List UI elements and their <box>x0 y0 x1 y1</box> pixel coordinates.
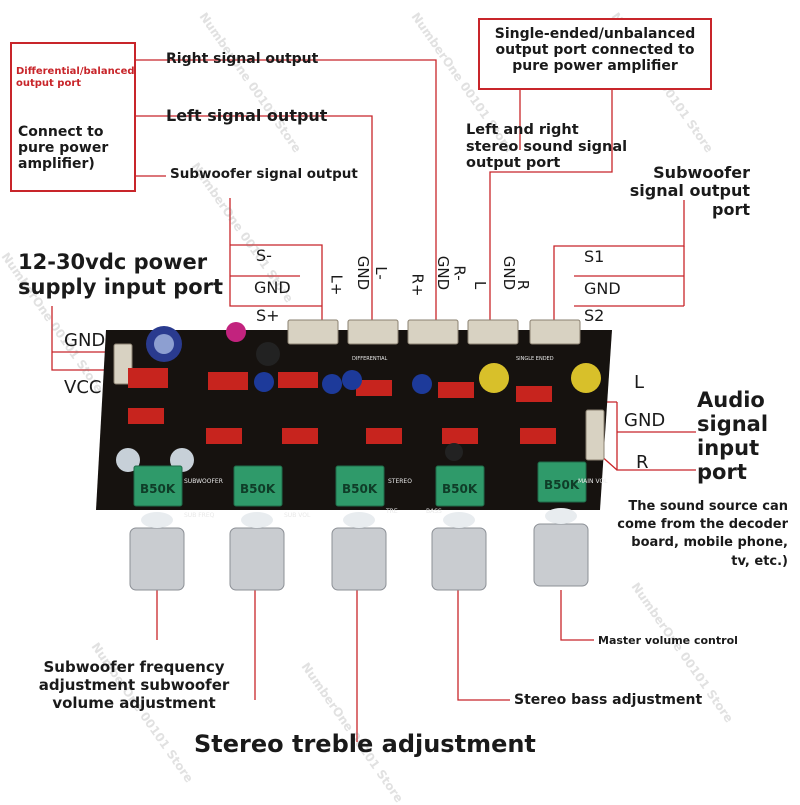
pin-s2: S2 <box>584 306 605 325</box>
cap-7 <box>479 363 509 393</box>
leader-right-signal <box>136 59 437 322</box>
cap-3 <box>322 374 342 394</box>
connector-2 <box>347 319 399 345</box>
leader-power <box>51 306 118 371</box>
leader-bass <box>457 590 510 701</box>
connector-4 <box>467 319 519 345</box>
knob-master <box>533 523 589 587</box>
audio-input-connector <box>585 409 605 461</box>
pot-treble <box>335 465 385 507</box>
right-signal-output-label: Right signal output <box>166 51 319 67</box>
pin-audio-gnd: GND <box>624 410 666 431</box>
pot-subfreq <box>133 465 183 507</box>
silk-differential: DIFFERENTIAL <box>352 356 388 362</box>
cap-2 <box>256 342 280 366</box>
leader-left-signal <box>136 115 373 322</box>
cap-5 <box>412 374 432 394</box>
cap-4 <box>342 370 362 390</box>
silk-subwoofer: SUBWOOFER <box>184 478 223 485</box>
cap-11 <box>226 322 246 342</box>
pin-power-vcc: VCC <box>64 377 102 398</box>
cap-12 <box>445 443 463 461</box>
single-ended-box-text: Single-ended/unbalanced output port conn… <box>494 26 696 75</box>
subwoofer-signal-output-right-label: Subwoofer signal output port <box>629 163 750 219</box>
silk-stereo: STEREO <box>388 478 412 485</box>
stereo-treble-label: Stereo treble adjustment <box>194 730 536 758</box>
stereo-bass-label: Stereo bass adjustment <box>514 692 703 708</box>
pin-gnd-sub: GND <box>254 278 291 297</box>
power-input-label: 12-30vdc power supply input port <box>18 250 224 300</box>
audio-input-label: Audio signal input port <box>697 388 769 485</box>
pin-gnd-sub-right: GND <box>584 279 621 298</box>
knob-bass <box>431 527 487 591</box>
subwoofer-signal-output-left-label: Subwoofer signal output <box>170 166 358 182</box>
connector-3 <box>407 319 459 345</box>
pin-audio-r: R <box>636 452 649 473</box>
leader-master <box>560 590 594 641</box>
pin-s-plus: S+ <box>256 306 280 325</box>
power-connector <box>113 343 133 385</box>
pot-value-label: B50K <box>442 482 478 496</box>
pot-value-label: B50K <box>544 478 580 492</box>
differential-box-title: Differential/balanced output port <box>16 66 135 89</box>
pin-audio-l: L <box>634 372 645 393</box>
silk-main-vol: MAIN VOL <box>578 478 608 485</box>
cap-8 <box>571 363 601 393</box>
cap-9 <box>116 448 140 472</box>
connector-1 <box>287 319 339 345</box>
pin-s-minus: S- <box>256 246 272 265</box>
leader-subwoofer-left-down <box>229 198 322 307</box>
knob-subfreq <box>129 527 185 591</box>
pot-value-label: B50K <box>342 482 378 496</box>
differential-box <box>10 42 136 192</box>
silk-sub-vol: SUB VOL <box>284 512 311 519</box>
pin-power-gnd: GND <box>64 330 106 351</box>
lr-stereo-output-label: Left and right stereo sound signal outpu… <box>466 122 628 172</box>
cap-6 <box>254 372 274 392</box>
silk-bass: BASS <box>426 508 442 515</box>
master-volume-label: Master volume control <box>598 634 738 647</box>
pot-subvol <box>233 465 283 507</box>
pot-master <box>537 461 587 503</box>
silk-tre: TRE <box>386 508 398 515</box>
pot-bass <box>435 465 485 507</box>
subwoofer-freq-vol-label: Subwoofer frequency adjustment subwoofer… <box>38 658 230 712</box>
connector-5 <box>529 319 581 345</box>
silk-single-ended: SINGLE ENDED <box>516 356 554 362</box>
knob-treble <box>331 527 387 591</box>
single-ended-box <box>478 18 712 90</box>
leader-subwoofer-right <box>553 200 685 322</box>
silk-sub-freq: SUB FREQ <box>184 512 215 519</box>
pot-value-label: B50K <box>240 482 276 496</box>
differential-box-body: Connect to pure power amplifier) <box>18 124 109 173</box>
left-signal-output-label: Left signal output <box>166 106 328 125</box>
knob-subvol <box>229 527 285 591</box>
pot-value-label: B50K <box>140 482 176 496</box>
sound-source-label: The sound source can come from the decod… <box>617 499 788 569</box>
pin-s1: S1 <box>584 247 605 266</box>
